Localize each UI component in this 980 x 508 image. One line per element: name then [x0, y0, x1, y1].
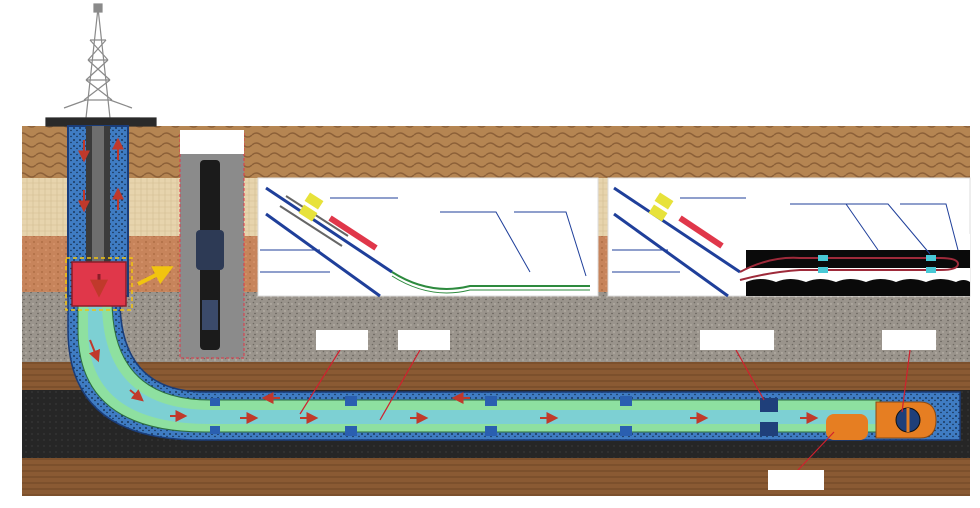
brown-layer — [22, 362, 970, 390]
nozzle-sub — [826, 414, 868, 440]
label-box-tool — [180, 130, 244, 154]
downhole-tool-inset — [179, 131, 245, 359]
flow-arrows — [78, 137, 819, 424]
schematic-inset-left — [257, 177, 599, 298]
leader-lines — [299, 349, 911, 471]
inner-flow-path — [88, 300, 880, 424]
drilling-rig-icon — [45, 3, 157, 127]
topsoil-layer — [22, 126, 970, 178]
label-box-1 — [316, 330, 368, 350]
label-box-4 — [882, 330, 936, 350]
bottom-brown-layer — [22, 458, 970, 496]
schematic-inset-right — [607, 177, 971, 298]
drill-bit-icon — [875, 401, 937, 439]
pipe-couplings — [210, 396, 778, 436]
gravel-layer — [22, 292, 970, 362]
label-box-3 — [700, 330, 774, 350]
label-boxes — [180, 130, 936, 490]
label-box-2 — [398, 330, 450, 350]
label-box-5 — [768, 470, 824, 490]
